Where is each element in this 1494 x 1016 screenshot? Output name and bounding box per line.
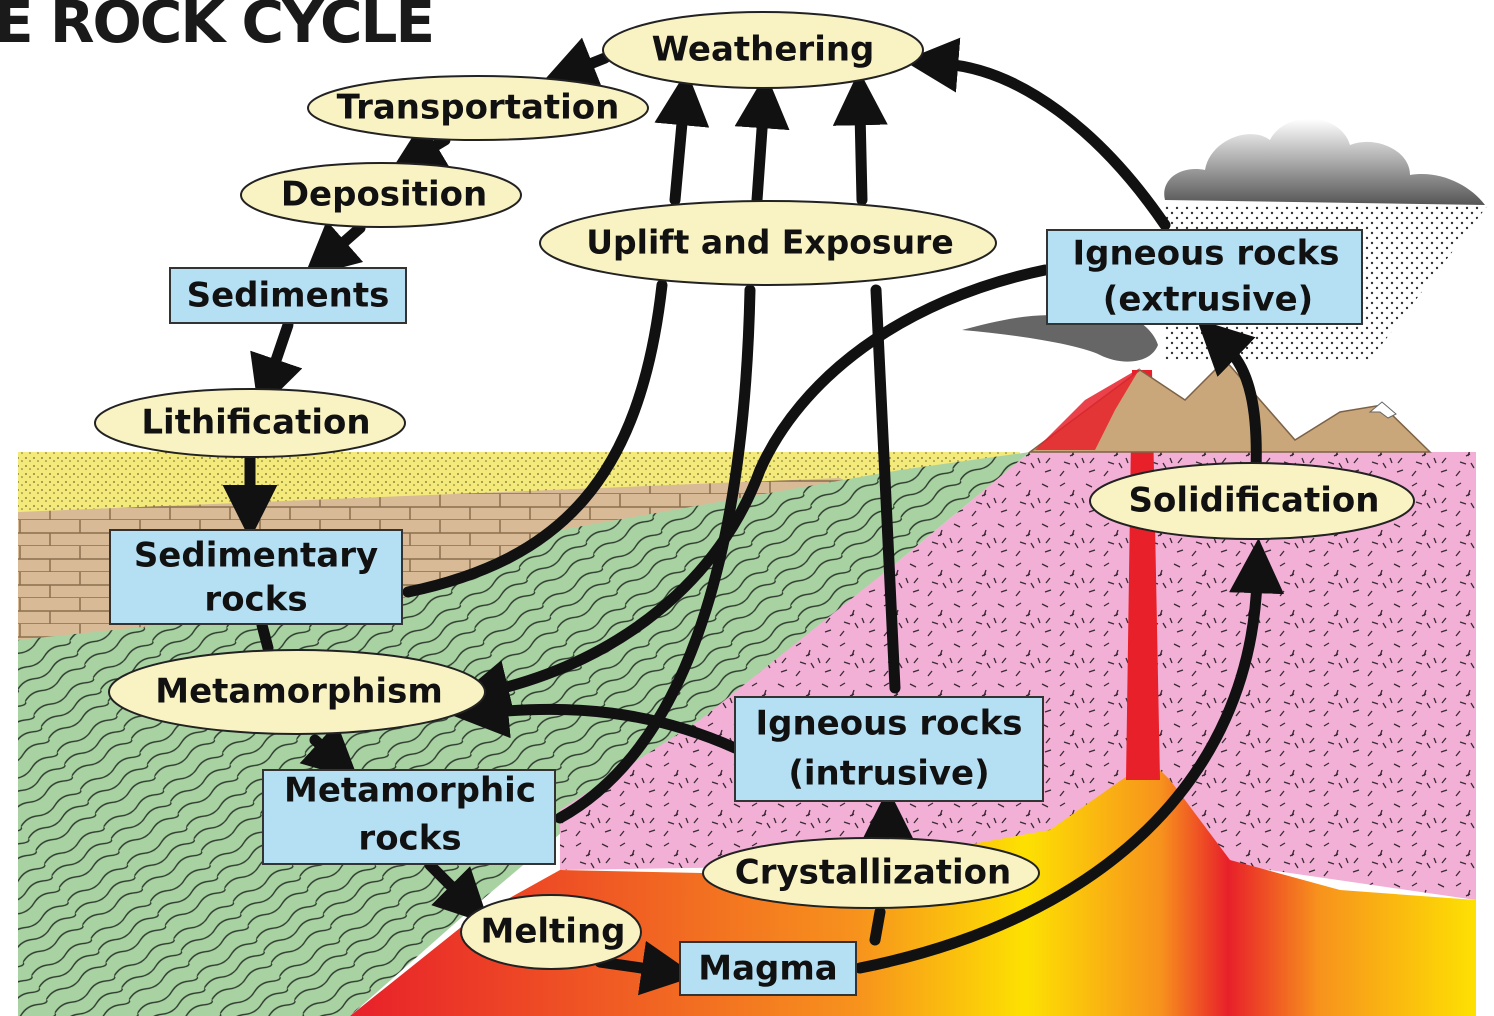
arrow-uplift-to-weathering-mid bbox=[757, 115, 763, 200]
material-intrusive-line1: Igneous rocks bbox=[755, 704, 1022, 744]
material-sedimentary-line1: Sedimentary bbox=[134, 536, 378, 576]
process-melting-label: Melting bbox=[481, 912, 626, 952]
arrow-magma-to-crystallization bbox=[875, 912, 880, 940]
process-metamorphism: Metamorphism bbox=[109, 650, 485, 734]
material-igneous-intrusive: Igneous rocks (intrusive) bbox=[735, 697, 1043, 801]
process-solidification-label: Solidification bbox=[1129, 481, 1380, 521]
process-solidification: Solidification bbox=[1090, 463, 1414, 539]
material-magma: Magma bbox=[680, 942, 856, 995]
material-sedimentary-line2: rocks bbox=[204, 580, 307, 620]
material-extrusive-line2: (extrusive) bbox=[1103, 280, 1313, 320]
process-weathering-label: Weathering bbox=[652, 30, 875, 70]
arrow-sedimentary-to-metamorphism bbox=[262, 625, 268, 648]
arrow-uplift-to-weathering-right bbox=[860, 112, 862, 200]
arrow-transportation-to-deposition bbox=[425, 140, 445, 152]
arrow-sediments-to-lithification bbox=[272, 325, 288, 372]
material-sediments: Sediments bbox=[170, 268, 406, 323]
material-sediments-label: Sediments bbox=[187, 276, 390, 316]
process-lithification-label: Lithification bbox=[141, 403, 370, 443]
arrow-extrusive-to-weathering bbox=[945, 64, 1165, 225]
material-intrusive-line2: (intrusive) bbox=[788, 754, 989, 794]
material-magma-label: Magma bbox=[698, 949, 838, 989]
arrow-uplift-to-weathering-left bbox=[675, 112, 683, 200]
material-extrusive-line1: Igneous rocks bbox=[1072, 234, 1339, 274]
process-uplift-label: Uplift and Exposure bbox=[586, 223, 953, 262]
process-uplift: Uplift and Exposure bbox=[540, 201, 996, 285]
process-transportation: Transportation bbox=[308, 76, 648, 140]
process-deposition-label: Deposition bbox=[281, 175, 487, 215]
process-lithification: Lithification bbox=[95, 389, 405, 457]
process-weathering: Weathering bbox=[603, 12, 923, 88]
rain-cloud bbox=[1164, 119, 1485, 205]
arrow-deposition-to-sediments bbox=[335, 228, 360, 250]
material-metamorphic-line1: Metamorphic bbox=[284, 771, 536, 811]
material-metamorphic-rocks: Metamorphic rocks bbox=[263, 770, 555, 864]
process-crystallization: Crystallization bbox=[703, 838, 1039, 908]
process-metamorphism-label: Metamorphism bbox=[155, 672, 443, 712]
process-deposition: Deposition bbox=[241, 163, 521, 227]
material-sedimentary-rocks: Sedimentary rocks bbox=[110, 530, 402, 624]
material-igneous-extrusive: Igneous rocks (extrusive) bbox=[1047, 230, 1362, 324]
process-transportation-label: Transportation bbox=[337, 88, 620, 128]
process-crystallization-label: Crystallization bbox=[735, 853, 1011, 893]
material-metamorphic-line2: rocks bbox=[358, 819, 461, 859]
arrow-weathering-to-transportation bbox=[580, 58, 605, 68]
process-melting: Melting bbox=[461, 895, 641, 969]
